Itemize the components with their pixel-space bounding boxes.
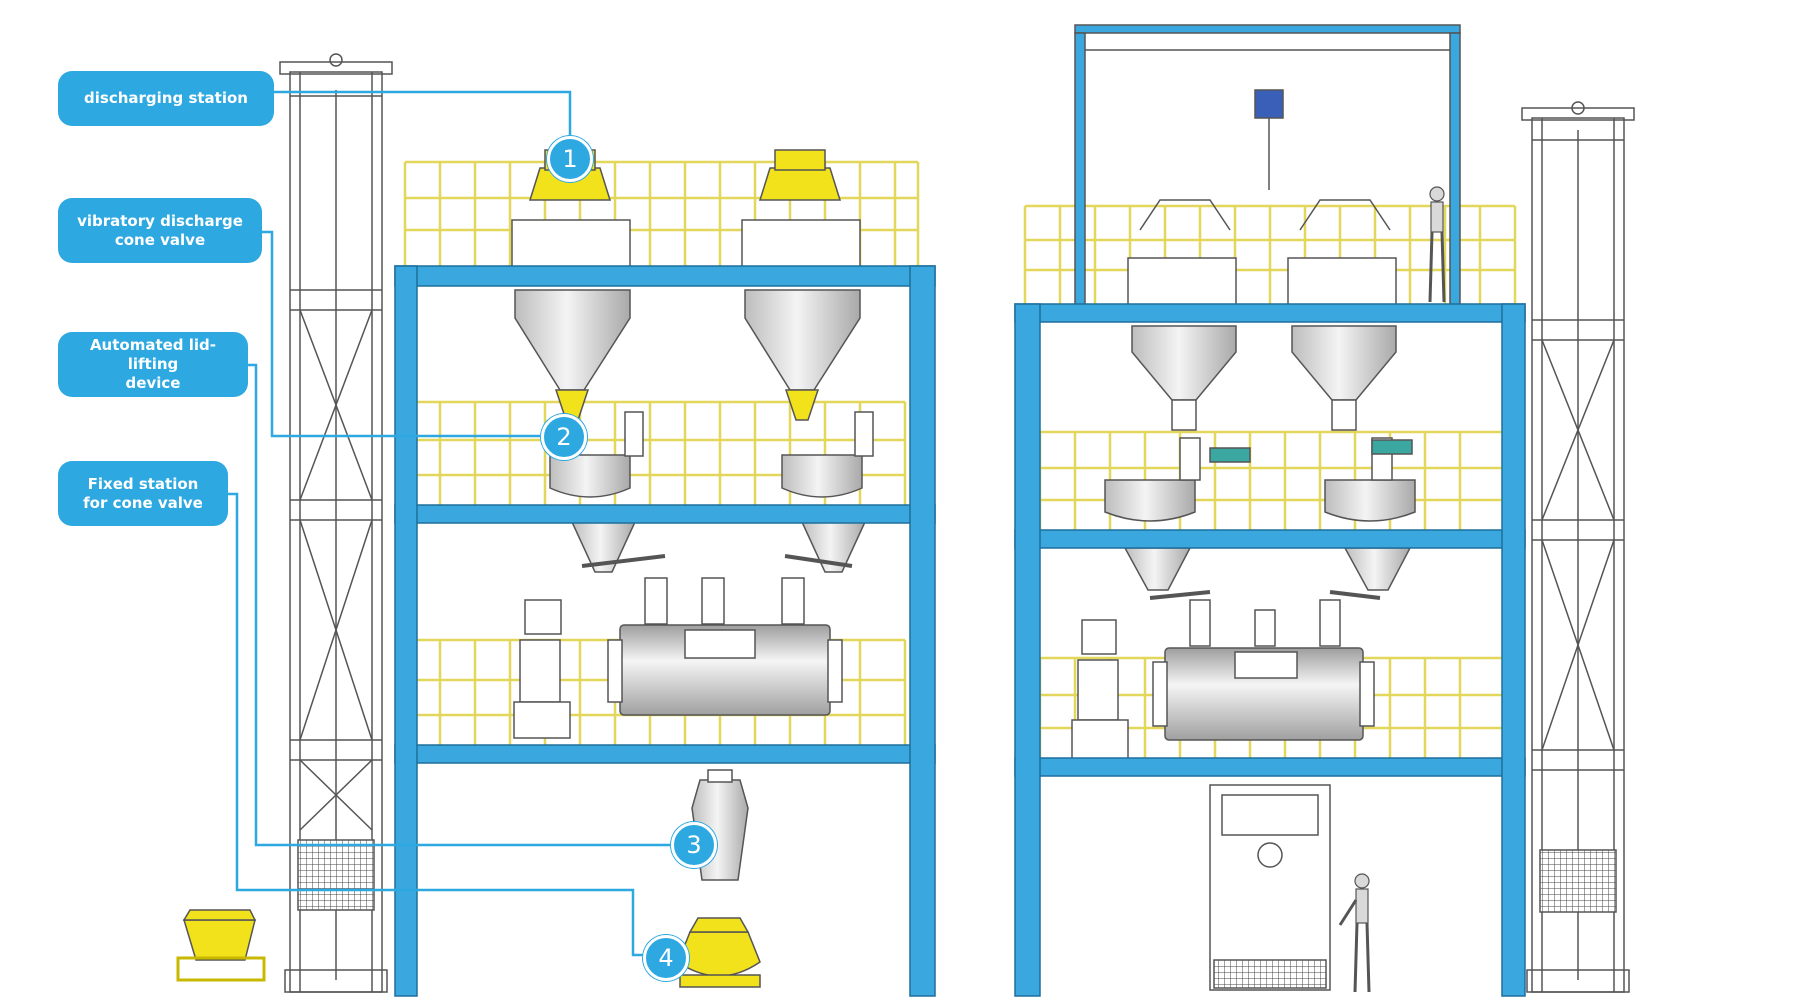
label-vibratory-discharge-cone-valve: vibratory discharge cone valve xyxy=(58,198,262,263)
operator-figures xyxy=(1338,186,1446,993)
callout-4: 4 xyxy=(643,935,689,981)
callout-1: 1 xyxy=(547,136,593,182)
right-lift-tower xyxy=(1521,101,1635,993)
left-lift-tower xyxy=(279,53,393,993)
callout-3: 3 xyxy=(671,822,717,868)
right-equipment xyxy=(1071,24,1461,991)
callout-2: 2 xyxy=(541,414,587,460)
label-fixed-station-for-cone-valve: Fixed station for cone valve xyxy=(58,461,228,526)
label-automated-lid-lifting-device: Automated lid-lifting device xyxy=(58,332,248,397)
label-discharging-station: discharging station xyxy=(58,71,274,126)
left-blue-frame xyxy=(394,265,936,997)
right-blue-frame xyxy=(1014,303,1526,997)
